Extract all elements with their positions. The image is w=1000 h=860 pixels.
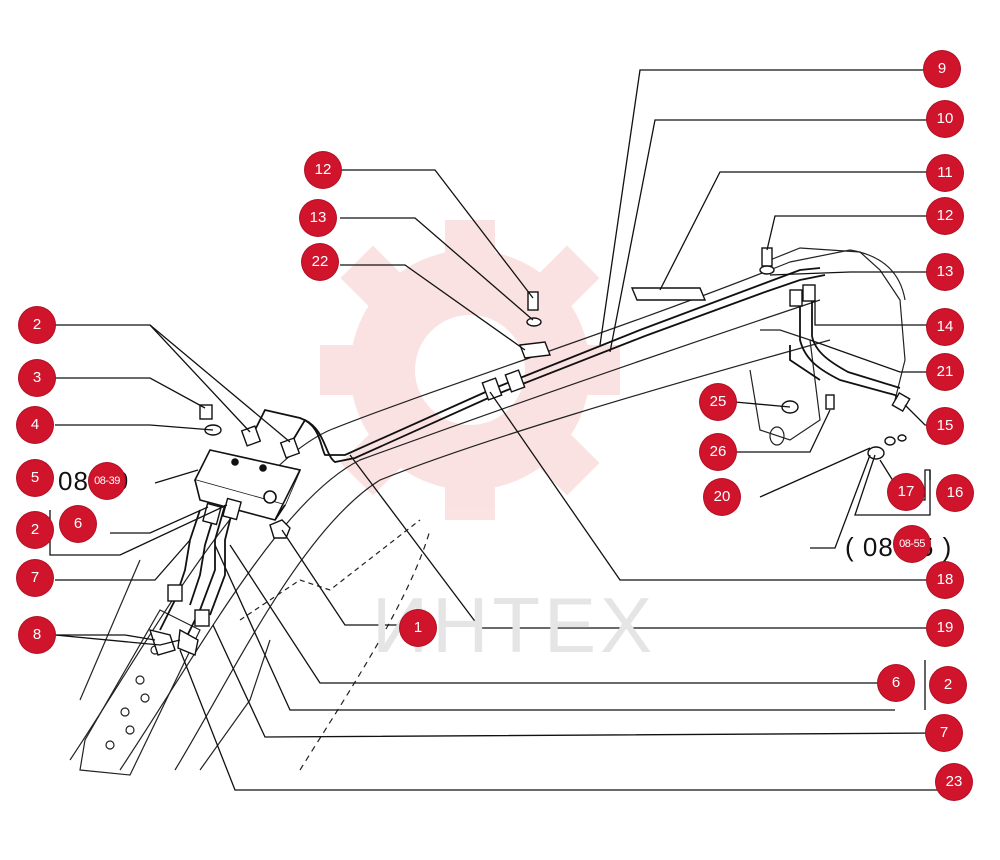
callout-2-mid-left[interactable]: 2	[17, 512, 53, 548]
callout-15[interactable]: 15	[927, 408, 963, 444]
callout-9[interactable]: 9	[924, 51, 960, 87]
callout-7-right[interactable]: 7	[926, 715, 962, 751]
chassis-rail	[79, 609, 201, 776]
callout-18[interactable]: 18	[927, 562, 963, 598]
callout-8[interactable]: 8	[19, 617, 55, 653]
callout-12-left[interactable]: 12	[305, 152, 341, 188]
callout-22[interactable]: 22	[302, 244, 338, 280]
callout-16[interactable]: 16	[937, 475, 973, 511]
callout-17[interactable]: 17	[888, 474, 924, 510]
callout-12-right[interactable]: 12	[927, 198, 963, 234]
callout-2-right[interactable]: 2	[930, 667, 966, 703]
callout-08-39[interactable]: 08-39	[89, 463, 125, 499]
callout-14[interactable]: 14	[927, 309, 963, 345]
callout-20[interactable]: 20	[704, 479, 740, 515]
callout-6-right[interactable]: 6	[878, 665, 914, 701]
callout-23[interactable]: 23	[936, 764, 972, 800]
callout-5[interactable]: 5	[17, 460, 53, 496]
callout-19[interactable]: 19	[927, 610, 963, 646]
valve-block	[193, 449, 302, 521]
callout-08-55[interactable]: 08-55	[894, 526, 930, 562]
callout-21[interactable]: 21	[927, 354, 963, 390]
callout-26[interactable]: 26	[700, 434, 736, 470]
callout-11[interactable]: 11	[927, 155, 963, 191]
fittings	[148, 247, 911, 656]
callout-6-left[interactable]: 6	[60, 506, 96, 542]
body-outline	[69, 247, 906, 771]
callout-10[interactable]: 10	[927, 101, 963, 137]
leader-lines	[49, 69, 941, 791]
callout-13-left[interactable]: 13	[300, 200, 336, 236]
callout-13-right[interactable]: 13	[927, 254, 963, 290]
callout-4[interactable]: 4	[17, 407, 53, 443]
callout-2-top-left[interactable]: 2	[19, 307, 55, 343]
callout-7-left[interactable]: 7	[17, 560, 53, 596]
callout-3[interactable]: 3	[19, 360, 55, 396]
callout-1[interactable]: 1	[400, 610, 436, 646]
callout-25[interactable]: 25	[700, 384, 736, 420]
